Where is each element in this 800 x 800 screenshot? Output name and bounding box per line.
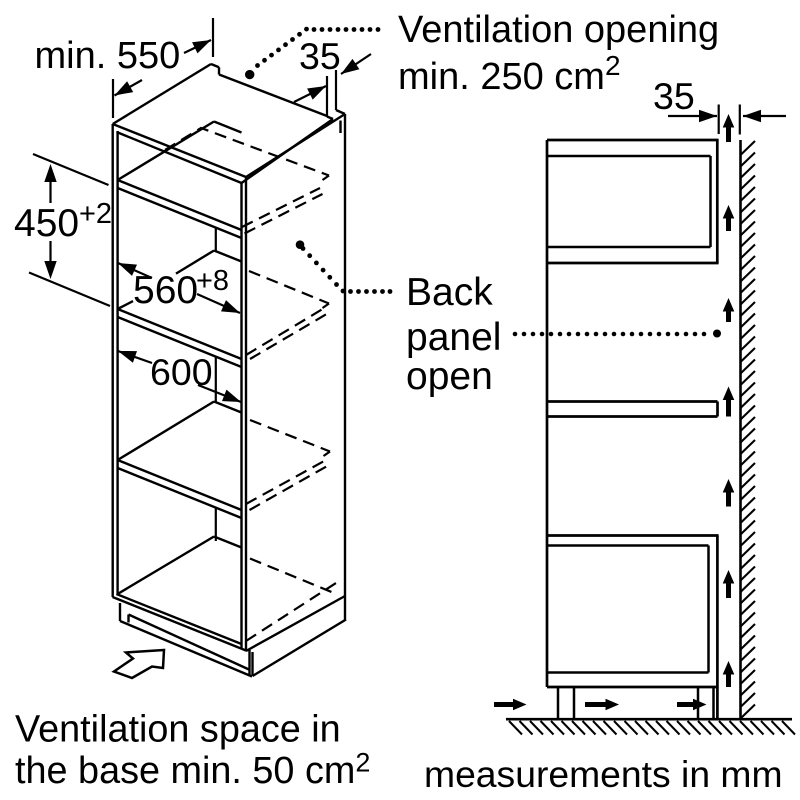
svg-text:+2: +2 bbox=[79, 198, 112, 230]
svg-text:panel: panel bbox=[406, 316, 501, 359]
svg-text:the base min. 50 cm2: the base min. 50 cm2 bbox=[15, 748, 370, 792]
svg-text:min. 550: min. 550 bbox=[35, 35, 181, 77]
svg-text:35: 35 bbox=[299, 35, 341, 77]
svg-text:600: 600 bbox=[150, 351, 213, 393]
svg-text:Ventilation space in: Ventilation space in bbox=[15, 709, 341, 751]
svg-text:open: open bbox=[406, 355, 493, 398]
svg-text:min. 250 cm2: min. 250 cm2 bbox=[398, 50, 621, 98]
svg-text:Back: Back bbox=[406, 271, 493, 314]
svg-text:560: 560 bbox=[133, 269, 198, 312]
svg-text:35: 35 bbox=[653, 75, 695, 117]
svg-text:450: 450 bbox=[14, 202, 79, 245]
svg-text:+8: +8 bbox=[196, 265, 229, 297]
svg-text:Ventilation opening: Ventilation opening bbox=[398, 9, 719, 51]
svg-text:measurements in mm: measurements in mm bbox=[424, 753, 783, 795]
